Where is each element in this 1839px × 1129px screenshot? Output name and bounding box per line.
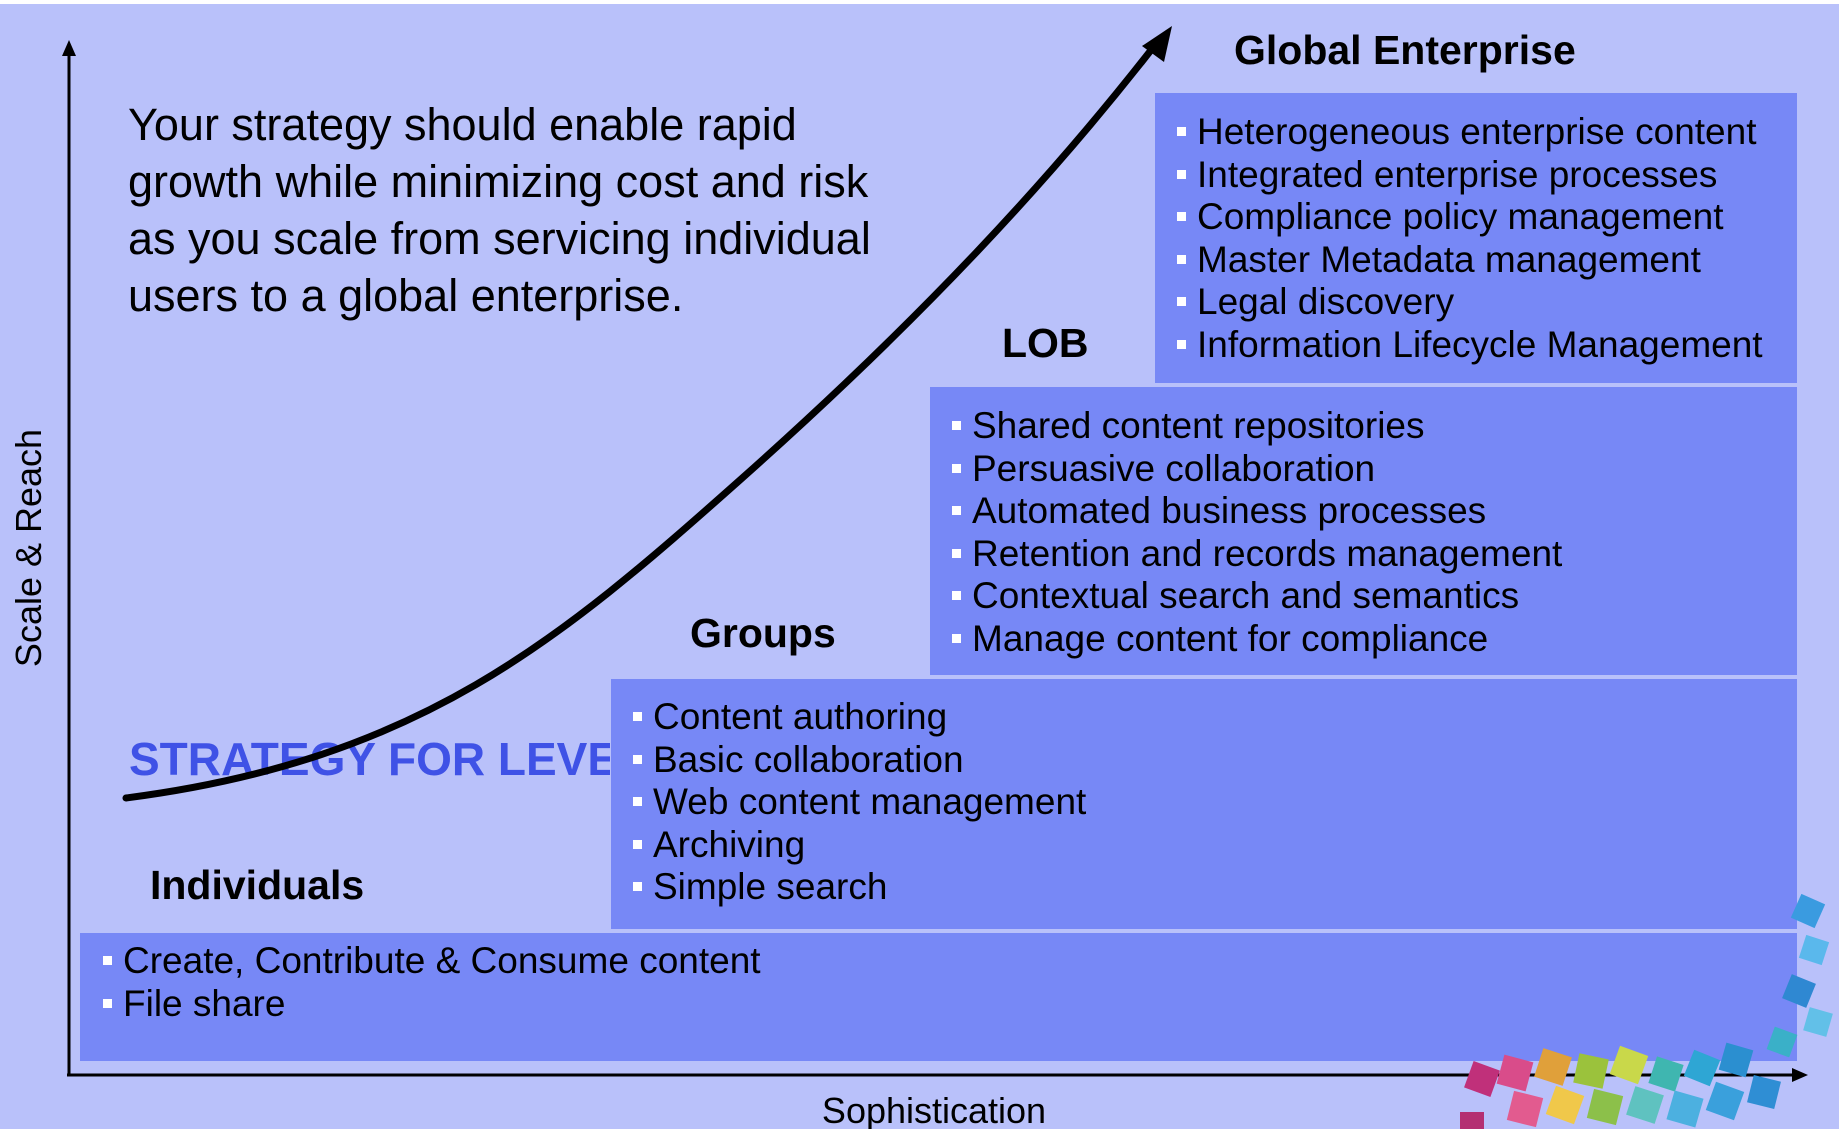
lob-item: Automated business processes [950,490,1562,533]
intro-text: Your strategy should enable rapid growth… [128,99,871,321]
global-enterprise-item: Information Lifecycle Management [1175,324,1763,367]
growth-curve-arrowhead [1142,26,1172,62]
groups-item: Simple search [631,866,1086,909]
strategy-watermark: STRATEGY FOR LEVERAGING [129,733,610,785]
growth-curve [122,41,1159,802]
global-enterprise-item: Integrated enterprise processes [1175,154,1763,197]
groups-item: Archiving [631,824,1086,867]
individuals-item: File share [101,983,761,1026]
groups-item: Web content management [631,781,1086,824]
stacked-cubes-icon [1460,893,1833,1129]
global-enterprise-title: Global Enterprise [1234,27,1576,73]
lob-item: Shared content repositories [950,405,1562,448]
lob-item: Retention and records management [950,533,1562,576]
lob-item: Contextual search and semantics [950,575,1562,618]
global-enterprise-item: Master Metadata management [1175,239,1763,282]
x-axis-arrowhead [1792,1068,1808,1082]
global-enterprise-item: Compliance policy management [1175,196,1763,239]
global-enterprise-item: Legal discovery [1175,281,1763,324]
groups-item: Basic collaboration [631,739,1086,782]
x-axis-label: Sophistication [821,1090,1047,1129]
lob-title: LOB [1002,320,1089,366]
groups-title: Groups [690,610,836,656]
global-enterprise-item: Heterogeneous enterprise content [1175,111,1763,154]
individuals-item: Create, Contribute & Consume content [101,940,761,983]
y-axis-arrowhead [62,40,76,56]
groups-item: Content authoring [631,696,1086,739]
individuals-title: Individuals [150,862,365,908]
lob-item: Manage content for compliance [950,618,1562,661]
cube-cluster [1460,893,1833,1129]
lob-item: Persuasive collaboration [950,448,1562,491]
